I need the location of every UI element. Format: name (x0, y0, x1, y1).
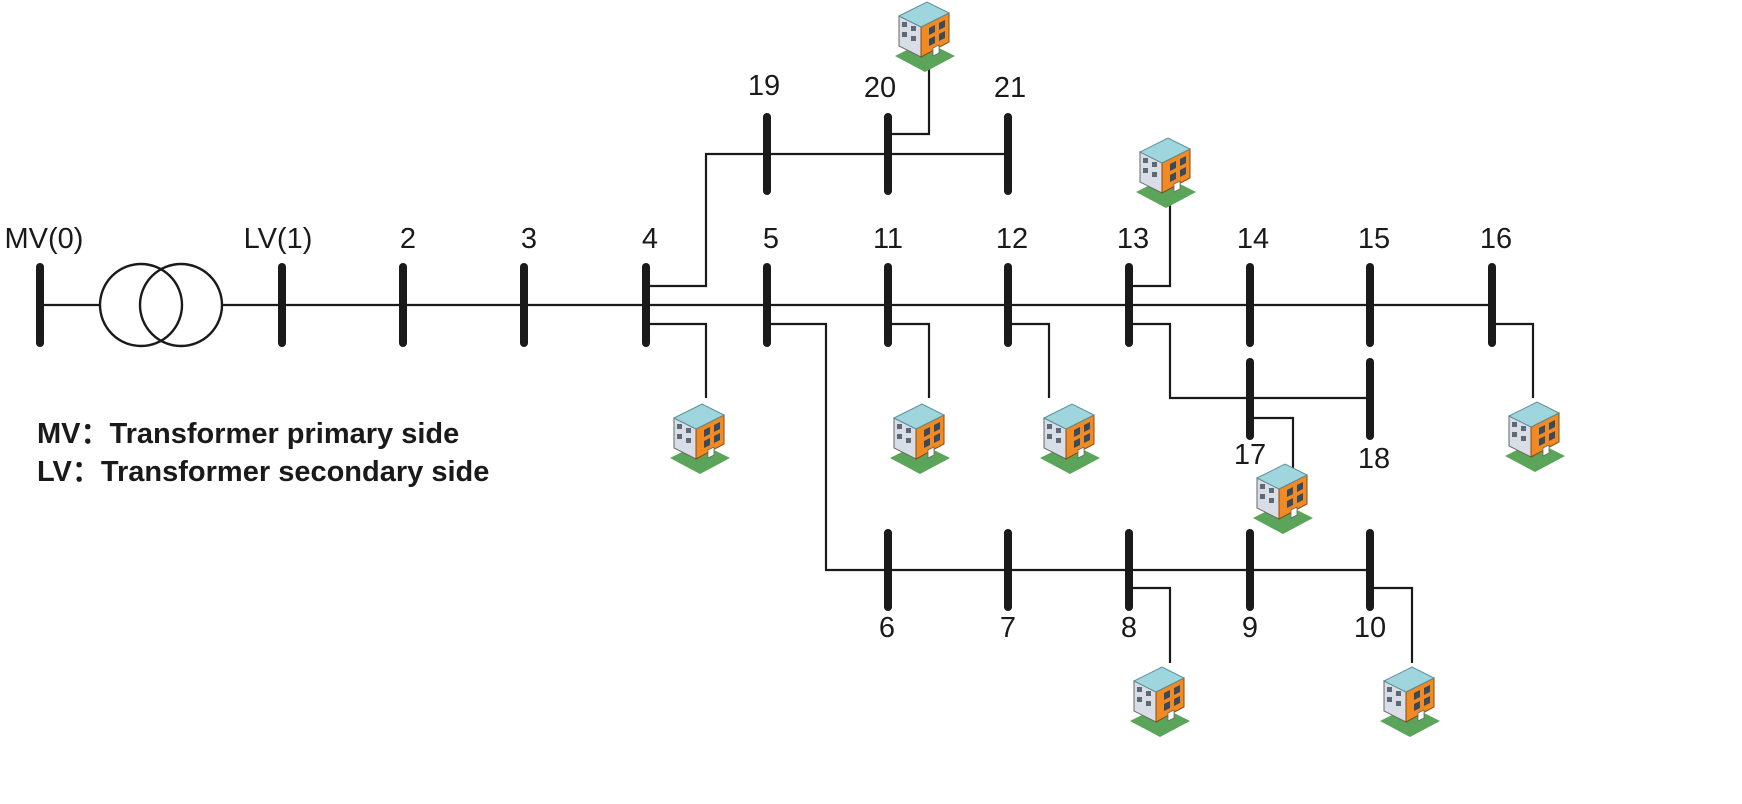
building-icon (889, 403, 951, 475)
bus-label-mv: MV(0) (5, 223, 84, 255)
loads (669, 1, 1566, 738)
bus-label-12: 12 (996, 223, 1028, 255)
building-icon (1135, 137, 1197, 209)
bus-bars (36, 113, 1496, 611)
bus-label-lv: LV(1) (244, 223, 313, 255)
bus-label-7: 7 (1000, 612, 1016, 644)
transformer-icon (98, 262, 224, 348)
bus-label-19: 19 (748, 70, 780, 102)
bus-label-18: 18 (1358, 443, 1390, 475)
bus-label-5: 5 (763, 223, 779, 255)
bus-label-6: 6 (879, 612, 895, 644)
building-icon (1252, 463, 1314, 535)
building-icon (669, 403, 731, 475)
bus-labels: MV(0) LV(1) 2 3 4 5 11 12 13 14 15 16 19… (5, 70, 1513, 644)
bus-label-16: 16 (1480, 223, 1512, 255)
building-icon (1379, 666, 1441, 738)
bus-label-8: 8 (1121, 612, 1137, 644)
bus-label-9: 9 (1242, 612, 1258, 644)
building-icon (894, 1, 956, 73)
bus-label-20: 20 (864, 72, 896, 104)
network-lines (40, 57, 1535, 663)
building-icon (1039, 403, 1101, 475)
bus-label-2: 2 (400, 223, 416, 255)
legend-mv: MV：Transformer primary side (37, 418, 459, 450)
legend-lv: LV：Transformer secondary side (37, 456, 489, 488)
bus-label-17: 17 (1234, 439, 1266, 471)
building-icon (1129, 666, 1191, 738)
bus-label-15: 15 (1358, 223, 1390, 255)
bus-label-13: 13 (1117, 223, 1149, 255)
bus-label-14: 14 (1237, 223, 1269, 255)
bus-label-10: 10 (1354, 612, 1386, 644)
bus-label-11: 11 (873, 223, 903, 255)
bus-label-21: 21 (994, 72, 1026, 104)
legend: MV：Transformer primary side LV：Transform… (37, 418, 489, 488)
bus-label-3: 3 (521, 223, 537, 255)
building-icon (1504, 401, 1566, 473)
bus-label-4: 4 (642, 223, 658, 255)
